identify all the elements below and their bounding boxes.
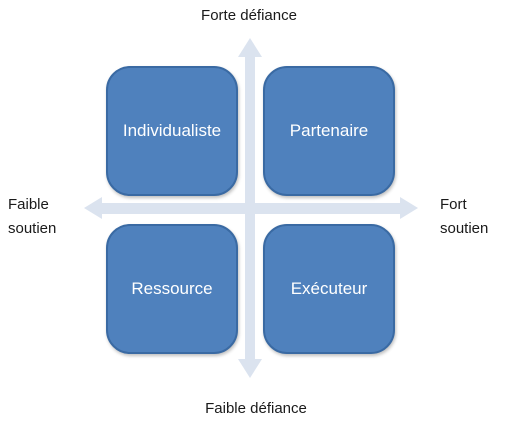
axis-label-right: Fort soutien bbox=[440, 193, 488, 241]
axis-label-left-line2: soutien bbox=[8, 220, 57, 237]
quadrant-partenaire: Partenaire bbox=[263, 66, 395, 196]
quadrant-label: Partenaire bbox=[289, 121, 369, 140]
axis-label-bottom: Faible défiance bbox=[205, 400, 307, 417]
quadrant-label: Ressource bbox=[131, 279, 213, 298]
quadrant-executeur: Exécuteur bbox=[263, 224, 395, 354]
axis-label-right-line2: soutien bbox=[440, 220, 489, 237]
axis-label-left: Faible soutien bbox=[8, 193, 56, 241]
quadrant-ressource: Ressource bbox=[106, 224, 238, 354]
axis-label-right-line1: Fort bbox=[440, 196, 467, 213]
quadrant-individualiste: Individualiste bbox=[106, 66, 238, 196]
quadrant-label: Exécuteur bbox=[290, 279, 368, 298]
quadrant-label: Individualiste bbox=[122, 121, 222, 140]
axis-label-left-line1: Faible bbox=[8, 196, 49, 213]
axis-label-top: Forte défiance bbox=[201, 7, 297, 24]
horizontal-axis-arrow bbox=[84, 197, 418, 219]
